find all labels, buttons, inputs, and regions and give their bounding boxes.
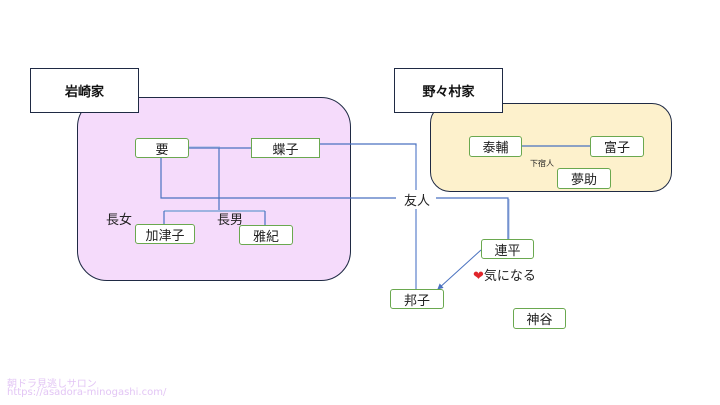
choko-kuniko-line [319,143,417,289]
iwasaki-family-label: 岩崎家 [30,68,139,113]
node-yumesuke[interactable]: 夢助 [557,168,611,189]
interested-text: 気になる [483,269,536,284]
heart-icon: ❤ [473,269,484,284]
node-kuniko[interactable]: 邦子 [390,289,444,309]
node-kazuko[interactable]: 加津子 [135,224,195,244]
label-lodger: 下宿人 [530,159,554,168]
watermark-url[interactable]: https://asadora-minogashi.com/ [7,387,167,398]
nonomura-family-label: 野々村家 [394,68,503,113]
watermark-title: 朝ドラ見逃しサロン [7,379,97,390]
node-masanori[interactable]: 雅紀 [239,225,293,245]
node-tomiko[interactable]: 富子 [590,136,644,157]
friend-line [160,157,396,199]
interest-arrow [437,249,482,290]
node-choko[interactable]: 蝶子 [251,138,320,158]
label-eldest-daughter: 長女 [106,213,133,228]
label-eldest-son: 長男 [217,213,244,228]
node-taisuke[interactable]: 泰輔 [469,136,522,157]
label-friend: 友人 [402,190,433,209]
node-renpei[interactable]: 連平 [481,239,534,259]
node-kaname[interactable]: 要 [135,138,189,158]
label-interested: ❤気になる [473,265,536,284]
node-kamiya[interactable]: 神谷 [513,308,566,329]
iwasaki-family-container [77,97,351,281]
